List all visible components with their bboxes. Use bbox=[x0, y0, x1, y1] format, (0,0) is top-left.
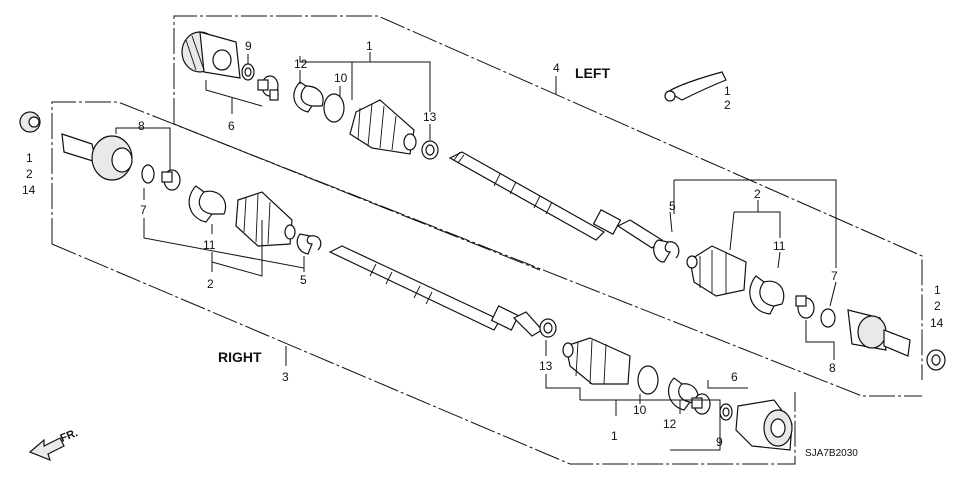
callout-7: 7 bbox=[831, 269, 838, 283]
left-boot-1 bbox=[349, 99, 417, 155]
callout-11: 11 bbox=[773, 239, 786, 253]
callout-3: 3 bbox=[282, 370, 289, 384]
diagram-code: SJA7B2030 bbox=[805, 448, 858, 459]
right-spider bbox=[161, 169, 181, 191]
callout-7: 7 bbox=[140, 203, 147, 217]
callout-5: 5 bbox=[669, 199, 676, 213]
left-driveshaft bbox=[448, 151, 664, 249]
callout-1: 1 bbox=[611, 429, 618, 443]
callout-1: 1 bbox=[724, 84, 731, 98]
callout-12: 12 bbox=[294, 57, 308, 71]
callout-6: 6 bbox=[731, 370, 738, 384]
left-clamp-5 bbox=[653, 239, 680, 263]
right-nut-14 bbox=[19, 111, 41, 133]
left-outboard-joint-6 bbox=[181, 31, 241, 79]
left-inboard-joint-8 bbox=[847, 309, 946, 371]
right-spider bbox=[691, 393, 711, 415]
left-top-small-part bbox=[664, 71, 727, 102]
callout-2: 2 bbox=[754, 187, 761, 201]
left-boot-2 bbox=[686, 245, 747, 297]
left-ring-9 bbox=[241, 63, 255, 81]
callout-2: 2 bbox=[724, 98, 731, 112]
left-leaders bbox=[205, 52, 837, 360]
right-ring-9 bbox=[719, 403, 733, 421]
right-assembly-outline bbox=[51, 101, 922, 465]
right-clamp-5 bbox=[296, 233, 322, 255]
left-side-label: LEFT bbox=[575, 65, 610, 81]
right-ring-7 bbox=[141, 164, 155, 184]
arrow-icon bbox=[28, 437, 65, 462]
callout-2: 2 bbox=[207, 277, 214, 291]
left-ring-10 bbox=[323, 93, 345, 123]
left-joint-spider bbox=[257, 75, 279, 101]
front-direction-arrow: FR. bbox=[28, 427, 80, 462]
right-band-11 bbox=[188, 185, 227, 223]
callout-4: 4 bbox=[553, 61, 560, 75]
callout-6: 6 bbox=[228, 119, 235, 133]
right-boot-1 bbox=[562, 337, 631, 385]
callout-13: 13 bbox=[423, 110, 437, 124]
callout-12: 12 bbox=[663, 417, 677, 431]
right-clamp-13 bbox=[539, 318, 557, 338]
callout-10: 10 bbox=[633, 403, 647, 417]
right-ring-10 bbox=[637, 365, 659, 395]
callout-11: 11 bbox=[203, 238, 216, 252]
callout-1: 1 bbox=[366, 39, 373, 53]
callout-9: 9 bbox=[245, 39, 252, 53]
direction-label: FR. bbox=[59, 427, 80, 445]
right-inboard-joint-6 bbox=[735, 399, 793, 451]
left-band-12 bbox=[293, 81, 324, 113]
callout-1: 1 bbox=[26, 151, 33, 165]
callout-2: 2 bbox=[934, 299, 941, 313]
callout-10: 10 bbox=[334, 71, 348, 85]
left-band-11 bbox=[749, 275, 785, 315]
right-leaders bbox=[115, 127, 748, 451]
callout-5: 5 bbox=[300, 273, 307, 287]
callout-14: 14 bbox=[22, 183, 36, 197]
left-clamp-13 bbox=[421, 140, 439, 160]
callout-9: 9 bbox=[716, 435, 723, 449]
callout-8: 8 bbox=[829, 361, 836, 375]
right-side-label: RIGHT bbox=[218, 349, 262, 365]
callout-13: 13 bbox=[539, 359, 553, 373]
callout-1: 1 bbox=[934, 283, 941, 297]
callout-2: 2 bbox=[26, 167, 33, 181]
callout-8: 8 bbox=[138, 119, 145, 133]
right-boot-2 bbox=[235, 191, 296, 247]
right-outboard-joint-8 bbox=[61, 133, 133, 181]
right-driveshaft bbox=[328, 245, 543, 337]
callout-14: 14 bbox=[930, 316, 944, 330]
left-spider-7 bbox=[795, 295, 836, 328]
